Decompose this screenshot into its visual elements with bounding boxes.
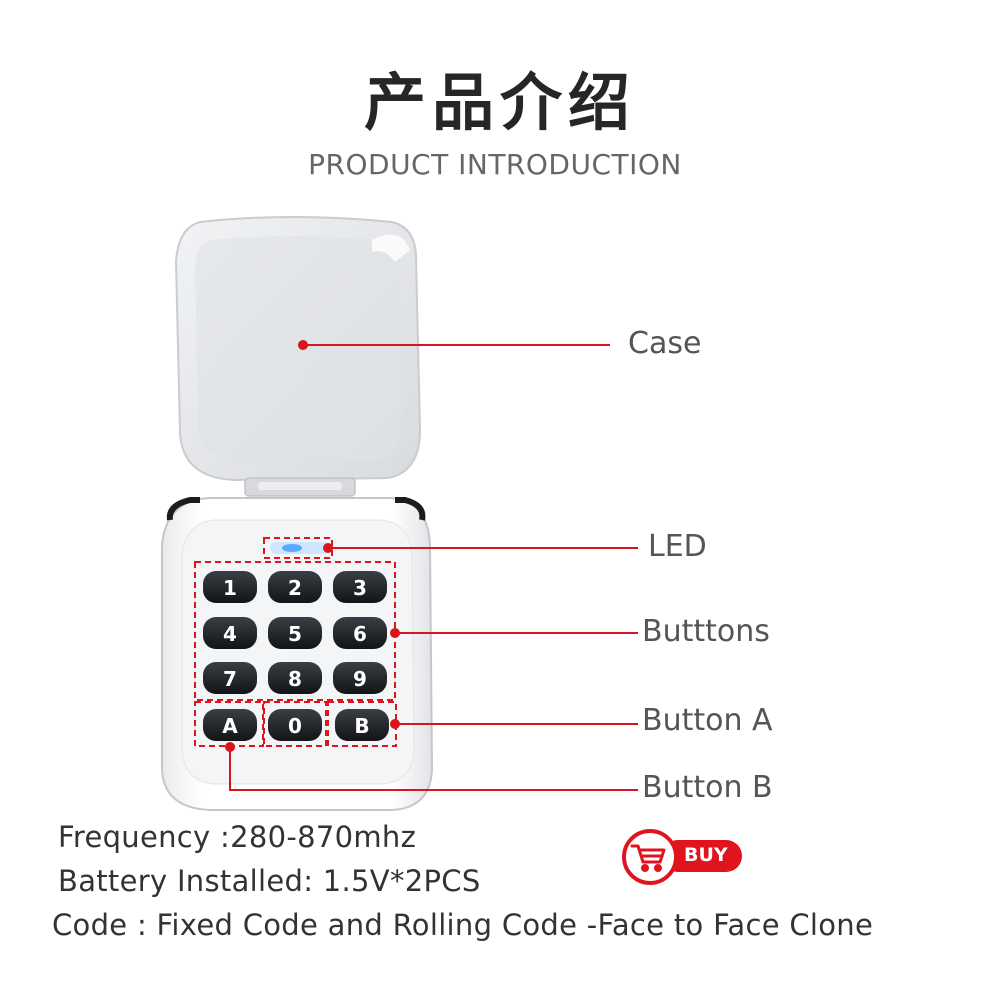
- key-5-label: 5: [288, 622, 302, 646]
- key-7[interactable]: 7: [203, 662, 257, 694]
- led-light: [282, 544, 302, 552]
- page-title-chinese: 产品介绍: [363, 66, 636, 139]
- key-2-label: 2: [288, 576, 302, 600]
- key-8[interactable]: 8: [268, 662, 322, 694]
- spec-code: Code : Fixed Code and Rolling Code -Face…: [52, 908, 874, 942]
- button-b-callout-line: [229, 747, 638, 791]
- key-4[interactable]: 4: [203, 617, 257, 649]
- page-subtitle-english: PRODUCT INTRODUCTION: [308, 148, 682, 181]
- zero-key-highlight-box: [263, 701, 327, 747]
- key-9[interactable]: 9: [333, 662, 387, 694]
- shopping-cart-icon: [630, 844, 666, 872]
- key-0-label: 0: [288, 714, 302, 738]
- key-b[interactable]: B: [335, 709, 389, 741]
- buy-badge[interactable]: [622, 828, 744, 886]
- key-0[interactable]: 0: [268, 709, 322, 741]
- transparent-case: [174, 216, 422, 497]
- key-3[interactable]: 3: [333, 571, 387, 603]
- key-a[interactable]: A: [203, 709, 257, 741]
- key-6-label: 6: [353, 622, 367, 646]
- buy-badge-label[interactable]: BUY: [684, 844, 728, 866]
- buy-badge-graphic: [622, 829, 742, 885]
- key-2[interactable]: 2: [268, 571, 322, 603]
- callout-lines: [225, 340, 638, 791]
- keypad: 1 2 3 4 5 6 7 8 9 A 0 B: [203, 571, 389, 741]
- spec-frequency: Frequency :280-870mhz: [58, 820, 417, 854]
- callout-label-button-a: Button A: [642, 703, 773, 738]
- key-3-label: 3: [353, 576, 367, 600]
- spec-battery: Battery Installed: 1.5V*2PCS: [58, 864, 481, 898]
- key-1[interactable]: 1: [203, 571, 257, 603]
- key-6[interactable]: 6: [333, 617, 387, 649]
- key-5[interactable]: 5: [268, 617, 322, 649]
- led-highlight-box: [263, 537, 333, 559]
- key-4-label: 4: [223, 622, 237, 646]
- callout-label-button-b: Button B: [642, 770, 773, 805]
- key-7-label: 7: [223, 667, 237, 691]
- callout-label-buttons: Butttons: [642, 614, 770, 649]
- callout-label-led: LED: [648, 529, 707, 564]
- key-a-label: A: [222, 714, 238, 738]
- key-b-label: B: [354, 714, 369, 738]
- key-8-label: 8: [288, 667, 302, 691]
- number-keys-highlight-box: [194, 561, 396, 701]
- callout-label-case: Case: [628, 326, 702, 361]
- key-9-label: 9: [353, 667, 367, 691]
- key-1-label: 1: [223, 576, 237, 600]
